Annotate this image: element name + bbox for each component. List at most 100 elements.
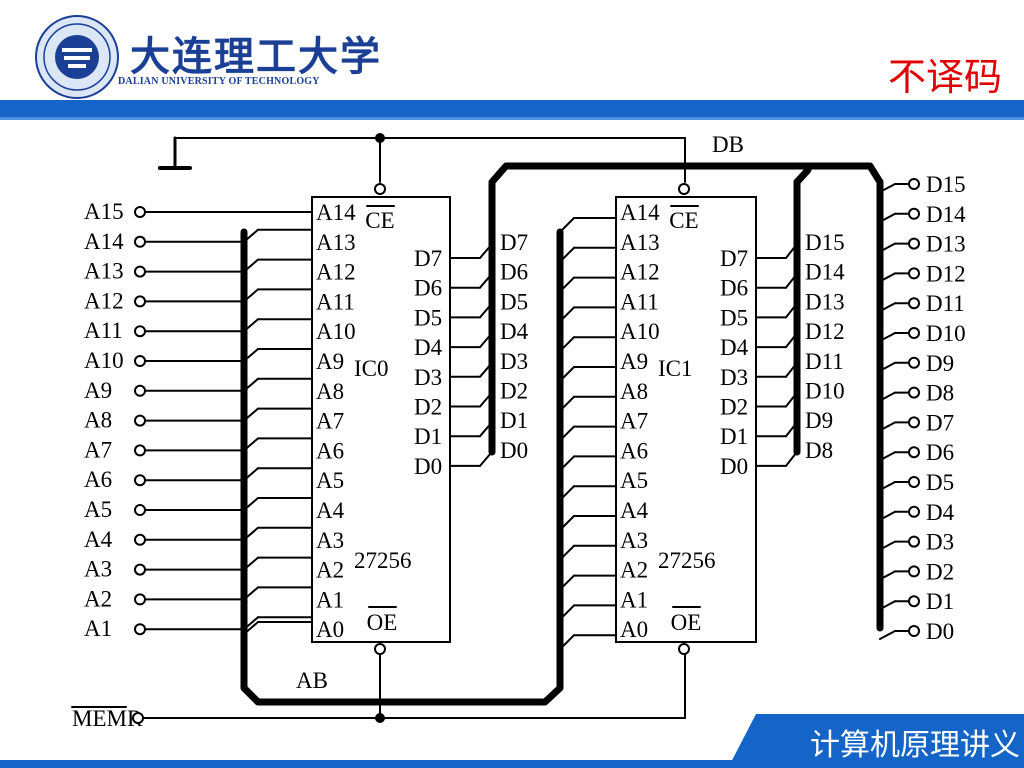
data-output-label: D15 (926, 172, 966, 197)
memr-label: MEMR (72, 706, 143, 731)
address-input-label: A15 (84, 199, 124, 224)
bus-entry-tick (243, 318, 259, 333)
chip-data-pin-label: D3 (720, 365, 748, 390)
data-output-label: D5 (926, 470, 954, 495)
chip-oe-label: OE (671, 610, 702, 635)
data-bus-entry-tick (785, 391, 798, 408)
data-output-label: D6 (926, 440, 954, 465)
data-bus-entry-tick (479, 243, 493, 259)
data-bus-line-label: D13 (805, 289, 845, 314)
bus-entry-tick (243, 228, 259, 243)
bus-entry-tick (559, 276, 575, 293)
data-bus-entry-tick (785, 332, 798, 349)
chip-address-pin-label: A14 (316, 200, 356, 225)
data-out-bus-tick (879, 600, 896, 611)
data-bus-line-label: D1 (500, 408, 528, 433)
data-bus-entry-tick (785, 302, 798, 319)
chip-address-pin-label: A14 (620, 200, 660, 225)
chip-address-pin-label: A6 (316, 438, 344, 463)
data-out-bus-tick (879, 570, 896, 581)
address-input-terminal (134, 533, 146, 546)
address-input-label: A9 (84, 378, 112, 403)
chip-data-pin-label: D0 (414, 454, 442, 479)
address-input-terminal (134, 384, 146, 397)
bus-entry-tick (243, 556, 259, 571)
bus-entry-tick (243, 621, 259, 635)
data-output-label: D0 (926, 619, 954, 644)
chip-part-number: 27256 (354, 548, 412, 573)
bus-entry-tick (559, 544, 575, 561)
chip-data-pin-label: D4 (414, 335, 443, 360)
address-input-label: A2 (84, 586, 112, 611)
chip-address-pin-label: A3 (316, 528, 344, 553)
address-bus-ab (240, 228, 564, 706)
chip-data-pin-label: D3 (414, 365, 442, 390)
address-bus-label: AB (296, 668, 328, 693)
bus-entry-tick (559, 604, 575, 621)
data-bus-line-label: D3 (500, 349, 528, 374)
data-output-terminal (908, 505, 920, 518)
chip-ce-bubble (678, 183, 690, 195)
bus-entry-tick (559, 306, 575, 323)
data-out-bus-tick (879, 242, 896, 253)
chip-address-pin-label: A9 (316, 349, 344, 374)
slide-header: 大连理工大学 DALIAN UNIVERSITY OF TECHNOLOGY 不… (0, 0, 1024, 100)
memr-terminal (132, 712, 144, 724)
address-input-label: A13 (84, 259, 124, 284)
data-output-label: D11 (926, 291, 965, 316)
chip-address-pin-label: A10 (316, 319, 356, 344)
chip-address-pin-label: A0 (316, 617, 344, 642)
data-bus-line-label: D5 (500, 289, 528, 314)
data-out-bus-tick (879, 630, 896, 640)
data-output-label: D1 (926, 589, 954, 614)
bus-entry-tick (243, 437, 259, 452)
chip-address-pin-label: A13 (620, 230, 660, 255)
address-input-label: A4 (84, 527, 113, 552)
data-output-label: D4 (926, 500, 955, 525)
data-bus-line-label: D7 (500, 230, 528, 255)
address-input-label: A1 (84, 616, 112, 641)
chip-address-pin-label: A6 (620, 438, 648, 463)
bus-entry-tick (243, 497, 259, 511)
bus-entry-tick (559, 515, 575, 531)
bus-entry-tick (559, 425, 575, 442)
chip-data-pin-label: D6 (414, 276, 442, 301)
header-divider-accent (0, 117, 1024, 120)
chip-data-pin-label: D7 (720, 246, 748, 271)
data-bus-entry-tick (785, 421, 798, 438)
chip-address-pin-label: A7 (620, 409, 648, 434)
data-bus-entry-tick (479, 450, 493, 467)
chip-part-number: 27256 (658, 548, 716, 573)
address-input-terminal (134, 206, 146, 218)
chip-ce-label: CE (365, 208, 394, 233)
chip-address-pin-label: A9 (620, 349, 648, 374)
bus-entry-tick (559, 336, 575, 353)
address-input-label: A14 (84, 229, 124, 254)
data-bus-entry-tick (479, 332, 493, 349)
data-out-bus-tick (879, 421, 896, 432)
chip-address-pin-label: A3 (620, 528, 648, 553)
address-input-label: A6 (84, 467, 112, 492)
chip-address-pin-label: A5 (316, 468, 344, 493)
address-input-terminal (134, 504, 146, 516)
data-bus-line-label: D4 (500, 319, 529, 344)
bus-entry-tick (243, 586, 259, 601)
chip-address-pin-label: A11 (620, 289, 659, 314)
data-bus-entry-tick (785, 450, 798, 467)
data-output-label: D7 (926, 410, 954, 435)
address-input-label: A10 (84, 348, 124, 373)
data-out-bus-tick (879, 272, 896, 283)
university-seal-icon (35, 15, 119, 99)
data-output-terminal (908, 237, 920, 250)
data-output-terminal (908, 207, 920, 220)
chip-address-pin-label: A0 (620, 617, 648, 642)
chip-data-pin-label: D4 (720, 335, 749, 360)
course-name: 计算机原理讲义 (810, 728, 1020, 763)
data-out-bus-tick (879, 212, 896, 223)
data-bus-line-label: D6 (500, 260, 528, 285)
data-out-bus-tick (879, 540, 896, 551)
data-bus-line-label: D8 (805, 438, 833, 463)
chip-address-pin-label: A2 (620, 558, 648, 583)
chip-address-pin-label: A13 (316, 230, 356, 255)
bus-entry-tick (559, 485, 575, 502)
